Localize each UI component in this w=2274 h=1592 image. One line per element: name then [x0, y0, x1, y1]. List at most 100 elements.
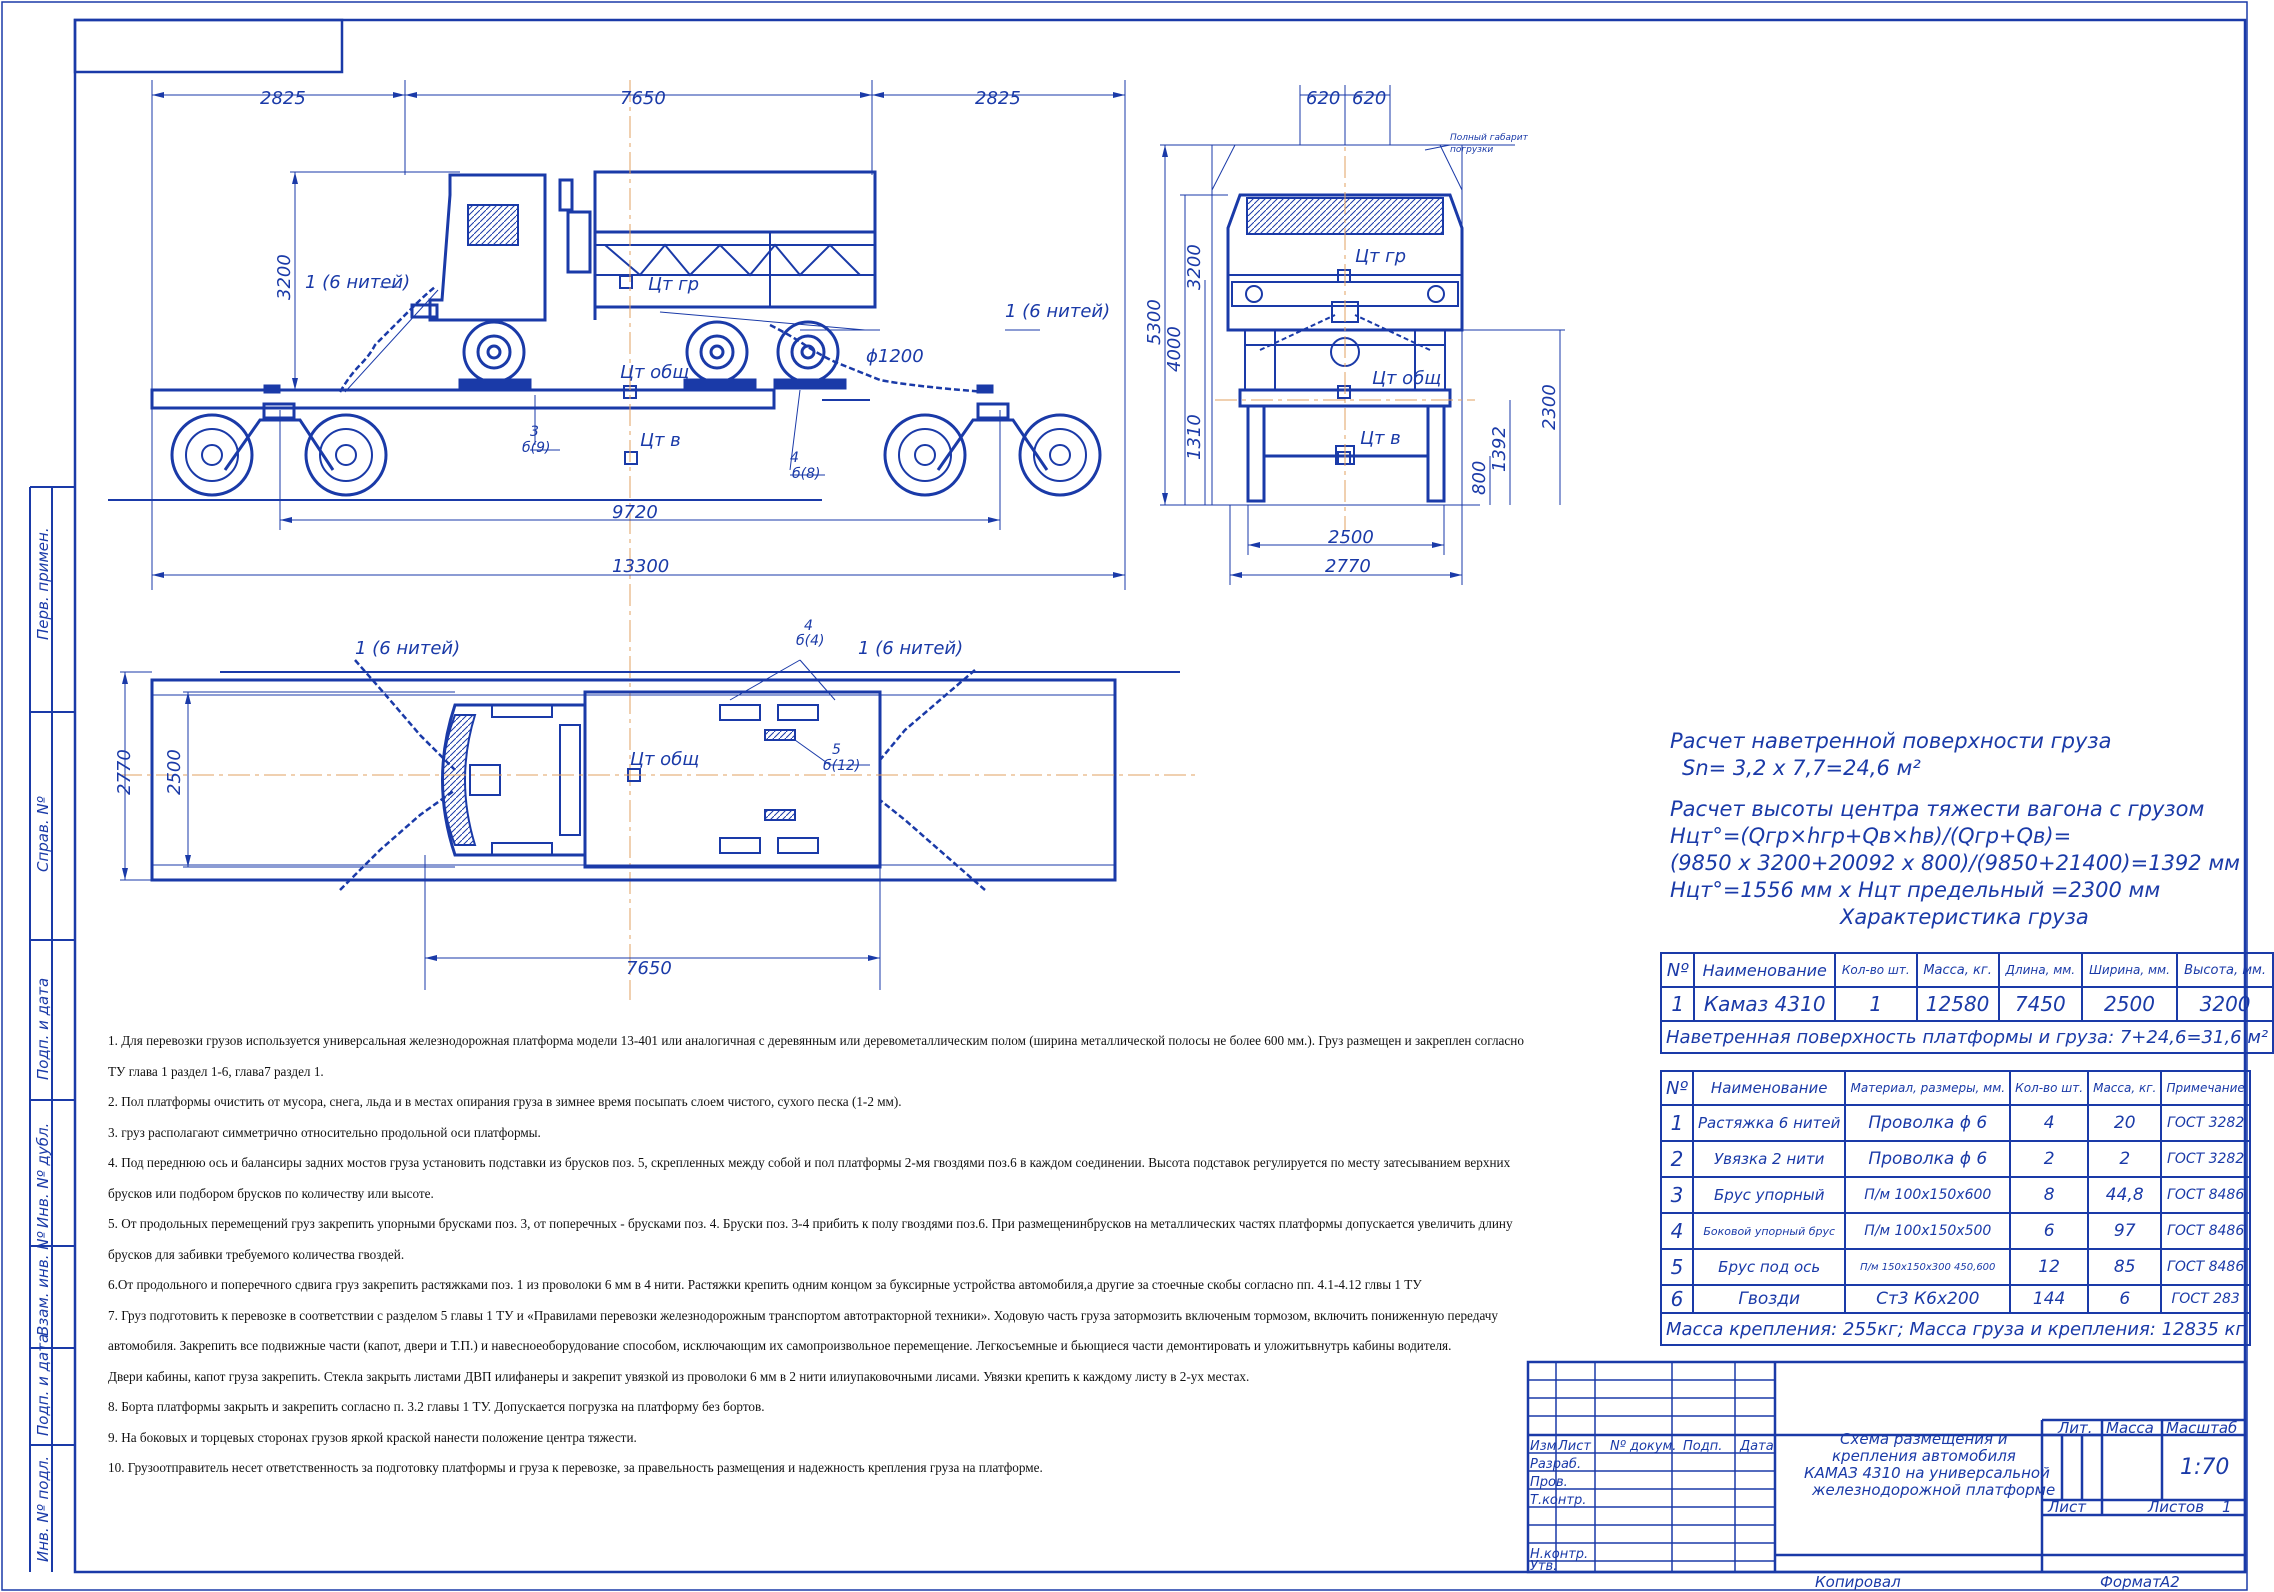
- fix-r1-c0: 1: [1660, 1104, 1694, 1142]
- fix-r1-c1: Растяжка 6 нитей: [1691, 1104, 1847, 1142]
- fix-r2-c4: 2: [2087, 1140, 2163, 1178]
- calc-line-6: Нцт°=1556 мм x Нцт предельный =2300 мм: [1670, 878, 2161, 902]
- dim-5300: 5300: [1144, 299, 1165, 345]
- fix-r1-c2: Проволка ϕ 6: [1844, 1104, 2012, 1142]
- label-pos4-plan: 4: [804, 618, 813, 634]
- fix-r2-c1: Увязка 2 нити: [1691, 1140, 1847, 1178]
- cargo-h5: Ширина, мм.: [2080, 952, 2179, 988]
- dim-2500-end: 2500: [1328, 527, 1374, 548]
- dim-620-left: 620: [1306, 88, 1340, 109]
- stamp-podp-data-2: Подп. и дата: [34, 1334, 52, 1436]
- cargo-r2: 1: [1834, 986, 1918, 1022]
- tb-massa: Масса: [2106, 1419, 2154, 1437]
- fix-r1-c3: 4: [2009, 1104, 2090, 1142]
- fix-r3-c2: П/м 100х150х600: [1844, 1176, 2012, 1214]
- plan-straps: [339, 659, 986, 891]
- tb-utv: Утв.: [1530, 1559, 1557, 1574]
- fix-r6-c1: Гвозди: [1691, 1284, 1847, 1314]
- tb-title-1: Схема размещения и: [1840, 1430, 2008, 1448]
- fix-r4-c1: Боковой упорный брус: [1691, 1212, 1847, 1250]
- fix-r3-c4: 44,8: [2087, 1176, 2163, 1214]
- dim-1392: 1392: [1489, 426, 1510, 472]
- label-pos4b-plan: б(4): [796, 633, 824, 649]
- title-block: [1526, 1360, 2247, 1574]
- dim-2500-plan: 2500: [164, 749, 185, 795]
- tb-izm: Изм: [1530, 1439, 1557, 1454]
- tb-list2: Лист: [2047, 1498, 2087, 1516]
- fix-r5-c3: 12: [2009, 1248, 2090, 1286]
- fix-r4-c2: П/м 100х150х500: [1844, 1212, 2012, 1250]
- plan-view: [120, 659, 1200, 990]
- note-line: 1. Для перевозки грузов используется уни…: [108, 1033, 1524, 1048]
- fix-r4-c4: 97: [2087, 1212, 2163, 1250]
- note-line: 4. Под переднюю ось и балансиры задних м…: [108, 1155, 1511, 1170]
- platform-deck: [150, 388, 776, 410]
- inner-frame: [73, 18, 2247, 1574]
- tb-masshtab: Масштаб: [2166, 1419, 2237, 1437]
- windward-surface: Наветренная поверхность платформы и груз…: [1659, 1020, 2274, 1054]
- cg-wagon-mark: [624, 451, 638, 465]
- fix-r2-c3: 2: [2009, 1140, 2090, 1178]
- tb-ndoc: Nº докум.: [1610, 1439, 1676, 1454]
- label-strap-right: 1 (6 нитей): [1005, 301, 1110, 322]
- label-cg-total: Цт общ: [620, 362, 689, 383]
- label-cg-wagon-end: Цт в: [1360, 428, 1401, 449]
- label-pos3b: б(9): [522, 440, 550, 456]
- label-pos4: 4: [790, 450, 799, 466]
- side-note-2: погрузки: [1450, 145, 1493, 155]
- fix-r1-c4: 20: [2087, 1104, 2163, 1142]
- technical-notes: 1. Для перевозки грузов используется уни…: [108, 1026, 1648, 1484]
- tb-format-val: А2: [2159, 1573, 2180, 1591]
- bogie-left: [170, 402, 388, 497]
- cargo-r0: 1: [1659, 986, 1696, 1022]
- dim-7650-plan: 7650: [626, 958, 672, 979]
- fix-r3-c5: ГОСТ 8486: [2160, 1176, 2251, 1214]
- calculation-block: Расчет наветренной поверхности груза Sn=…: [1670, 728, 2240, 931]
- stamp-perv-primen: Перв. примен.: [34, 527, 52, 640]
- note-line: Двери кабины, капот груза закрепить. Сте…: [108, 1368, 1250, 1384]
- note-line: 2. Пол платформы очистить от мусора, сне…: [108, 1094, 902, 1109]
- dim-2825-right: 2825: [975, 88, 1021, 109]
- bogie-right: [883, 402, 1102, 497]
- dim-800: 800: [1469, 461, 1490, 495]
- fix-r2-c2: Проволка ϕ 6: [1844, 1140, 2012, 1178]
- label-pos3: 3: [530, 424, 539, 440]
- cargo-r5: 2500: [2080, 986, 2179, 1022]
- dim-2770-end: 2770: [1325, 556, 1371, 577]
- cargo-r6: 3200: [2175, 986, 2274, 1022]
- label-cg-cargo: Цт гр: [648, 274, 699, 295]
- tb-razrab: Разраб.: [1530, 1457, 1581, 1472]
- tb-format: Формат: [2100, 1573, 2162, 1591]
- label-cg-wagon: Цт в: [640, 430, 681, 451]
- fix-r3-c3: 8: [2009, 1176, 2090, 1214]
- tb-tkontr: Т.контр.: [1530, 1493, 1586, 1508]
- cargo-h2: Кол-во шт.: [1834, 952, 1918, 988]
- dim-2770-plan: 2770: [114, 749, 135, 795]
- fix-h5: Примечание: [2160, 1070, 2251, 1106]
- fix-h4: Масса, кг.: [2087, 1070, 2163, 1106]
- calc-line-5: (9850 x 3200+20092 x 800)/(9850+21400)=1…: [1670, 851, 2241, 875]
- fix-h1: Наименование: [1691, 1070, 1847, 1106]
- side-note-1: Полный габарит: [1450, 133, 1529, 143]
- label-pos4b: б(8): [792, 466, 820, 482]
- strap-chain-right: [769, 323, 986, 394]
- side-view: [108, 80, 1126, 1000]
- strap-chain-left: [338, 286, 439, 393]
- fixing-table: Nº Наименование Материал, размеры, мм. К…: [1660, 1070, 2251, 1346]
- tb-scale: 1:70: [2180, 1455, 2229, 1480]
- stamp-inv-podl: Инв. Nº подл.: [34, 1456, 52, 1562]
- fix-r3-c1: Брус упорный: [1691, 1176, 1847, 1214]
- note-line: ТУ глава 1 раздел 1-6, глава7 раздел 1.: [108, 1063, 324, 1079]
- tb-nkontr: Н.контр.: [1530, 1547, 1588, 1562]
- cargo-r4: 7450: [1997, 986, 2083, 1022]
- note-line: брусков для забивки требуемого количеств…: [108, 1246, 405, 1262]
- label-strap-left: 1 (6 нитей): [305, 272, 410, 293]
- fix-r6-c2: Ст3 К6х200: [1844, 1284, 2012, 1314]
- note-line: брусков или подбором брусков по количест…: [108, 1185, 434, 1201]
- fix-r5-c1: Брус под ось: [1691, 1248, 1847, 1286]
- fix-r6-c5: ГОСТ 283: [2160, 1284, 2251, 1314]
- note-line: 5. От продольных перемещений груз закреп…: [108, 1216, 1513, 1231]
- calc-line-1: Расчет наветренной поверхности груза: [1670, 729, 2112, 753]
- note-line: автомобиля. Закрепить все подвижные част…: [108, 1338, 1452, 1353]
- tb-lit: Лит.: [2057, 1419, 2093, 1437]
